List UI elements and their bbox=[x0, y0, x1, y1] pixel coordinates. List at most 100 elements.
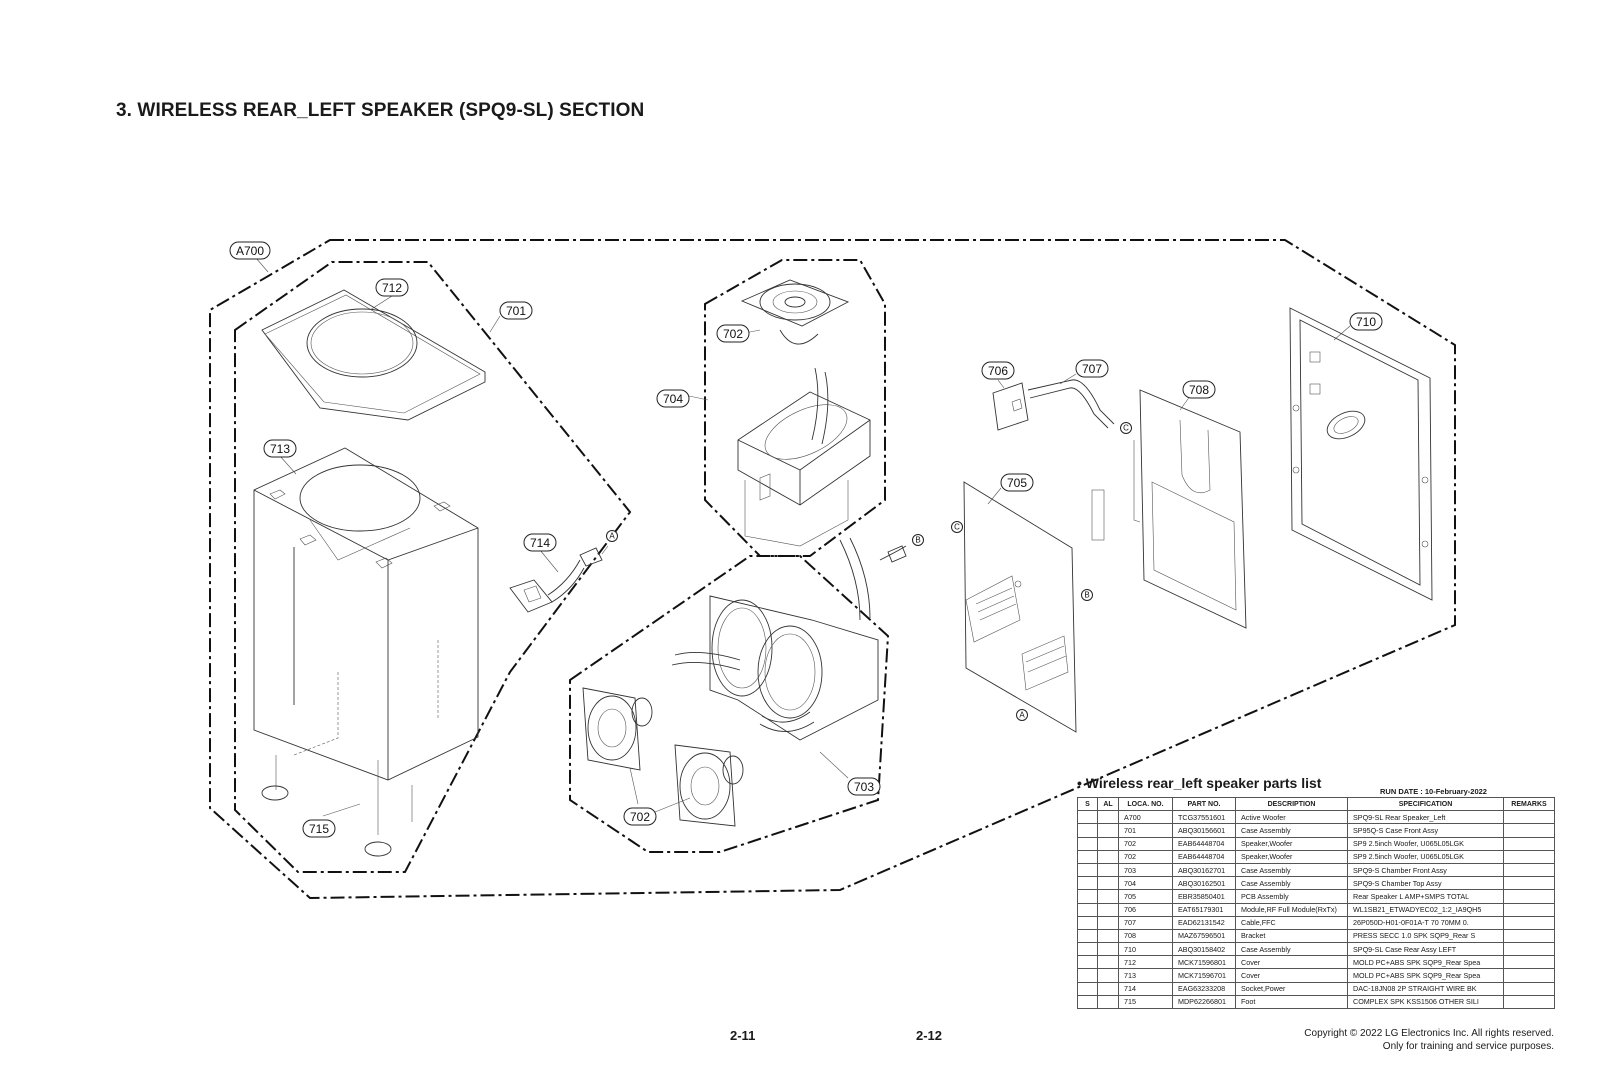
parts-list-title: • Wireless rear_left speaker parts list bbox=[1077, 775, 1322, 791]
top-cover-712 bbox=[261, 289, 486, 421]
table-cell: TCG37551601 bbox=[1172, 810, 1236, 825]
column-header: PART NO. bbox=[1172, 796, 1236, 812]
copyright-line-2: Only for training and service purposes. bbox=[1382, 1041, 1554, 1052]
table-cell bbox=[1077, 876, 1098, 891]
callout-713: 713 bbox=[270, 442, 290, 456]
callout-706: 706 bbox=[988, 364, 1008, 378]
callout-715: 715 bbox=[309, 822, 329, 836]
group-boundary-704 bbox=[704, 259, 886, 557]
callout-712: 712 bbox=[382, 281, 402, 295]
table-cell: MOLD PC+ABS SPK SQP9_Rear Spea bbox=[1347, 955, 1504, 970]
table-cell: WL1SB21_ETWADYEC02_1:2_IA9QH5 bbox=[1347, 902, 1504, 917]
chamber-top-704 bbox=[737, 367, 871, 621]
table-cell: 715 bbox=[1118, 994, 1173, 1010]
table-cell bbox=[1097, 876, 1119, 891]
table-cell: EAG63233208 bbox=[1172, 981, 1236, 996]
table-cell: Foot bbox=[1235, 994, 1348, 1010]
callouts: A700 712 701 713 714 715 702 704 703 702… bbox=[229, 241, 1383, 838]
chamber-front-703 bbox=[671, 595, 879, 741]
table-cell bbox=[1077, 915, 1098, 930]
table-cell bbox=[1503, 915, 1555, 930]
case-rear-710 bbox=[1289, 307, 1433, 601]
callout-702-top: 702 bbox=[723, 327, 743, 341]
page-number-left: 2-11 bbox=[730, 1028, 756, 1043]
table-cell: EBR35850401 bbox=[1172, 889, 1236, 904]
table-cell: 712 bbox=[1118, 955, 1173, 970]
table-cell bbox=[1097, 955, 1119, 970]
rf-module-706 bbox=[992, 382, 1029, 431]
copyright-line-1: Copyright © 2022 LG Electronics Inc. All… bbox=[1304, 1028, 1554, 1039]
table-cell: Module,RF Full Module(RxTx) bbox=[1235, 902, 1348, 917]
table-cell: 703 bbox=[1118, 862, 1173, 878]
table-cell bbox=[1503, 942, 1555, 957]
table-cell bbox=[1503, 810, 1555, 825]
table-cell bbox=[1097, 981, 1119, 996]
table-cell: Cover bbox=[1235, 968, 1348, 983]
table-cell bbox=[1097, 836, 1119, 851]
table-cell bbox=[1077, 968, 1098, 983]
table-cell bbox=[1077, 994, 1098, 1010]
cable-ffc-707: C bbox=[1027, 379, 1132, 434]
table-cell: MAZ67596501 bbox=[1172, 928, 1236, 944]
group-boundary-a700 bbox=[209, 239, 1456, 900]
bracket-708 bbox=[1133, 389, 1247, 629]
table-cell bbox=[1503, 928, 1555, 944]
speaker-woofer-702-top bbox=[740, 279, 850, 345]
table-cell: Case Assembly bbox=[1235, 862, 1348, 878]
socket-power-714: A bbox=[509, 530, 618, 613]
table-cell: ABQ30156601 bbox=[1172, 823, 1236, 838]
table-cell bbox=[1077, 836, 1098, 851]
table-cell bbox=[1503, 955, 1555, 970]
table-cell: EAT65179301 bbox=[1172, 902, 1236, 917]
table-header-row: S AL LOCA. NO. PART NO. DESCRIPTION SPEC… bbox=[1077, 796, 1555, 812]
table-cell: 708 bbox=[1118, 928, 1173, 944]
column-header: REMARKS bbox=[1503, 796, 1555, 812]
table-cell: Speaker,Woofer bbox=[1235, 836, 1348, 851]
speaker-woofer-702-bottom-left bbox=[582, 687, 653, 771]
table-cell bbox=[1097, 902, 1119, 917]
copyright: Copyright © 2022 LG Electronics Inc. All… bbox=[1304, 1027, 1554, 1053]
group-boundary-701 bbox=[234, 261, 632, 873]
table-cell: DAC-18JN08 2P STRAIGHT WIRE BK bbox=[1347, 981, 1504, 996]
table-cell bbox=[1077, 981, 1098, 996]
table-cell bbox=[1097, 849, 1119, 864]
table-cell: COMPLEX SPK KSS1506 OTHER SILI bbox=[1347, 994, 1504, 1010]
table-cell bbox=[1077, 810, 1098, 825]
callout-708: 708 bbox=[1189, 383, 1209, 397]
table-cell bbox=[1097, 928, 1119, 944]
connector-c-label-top: C bbox=[1123, 424, 1129, 433]
callout-705: 705 bbox=[1007, 476, 1027, 490]
table-cell: Rear Speaker L AMP+SMPS TOTAL bbox=[1347, 889, 1504, 904]
table-cell: SP9 2.5inch Woofer, U065L05LGK bbox=[1347, 836, 1504, 851]
column-header: S bbox=[1077, 796, 1098, 812]
table-cell bbox=[1097, 915, 1119, 930]
table-cell bbox=[1097, 810, 1119, 825]
table-cell: Case Assembly bbox=[1235, 823, 1348, 838]
callout-707: 707 bbox=[1082, 362, 1102, 376]
table-cell bbox=[1077, 928, 1098, 944]
table-cell: SP95Q-S Case Front Assy bbox=[1347, 823, 1504, 838]
table-cell: Bracket bbox=[1235, 928, 1348, 944]
connector-b-label-pcb: B bbox=[1084, 591, 1089, 600]
column-header: AL bbox=[1097, 796, 1119, 812]
table-cell bbox=[1503, 849, 1555, 864]
callout-704: 704 bbox=[663, 392, 683, 406]
table-cell bbox=[1077, 955, 1098, 970]
case-body-713 bbox=[253, 447, 479, 781]
table-cell bbox=[1097, 994, 1119, 1010]
table-cell: 713 bbox=[1118, 968, 1173, 983]
column-header: SPECIFICATION bbox=[1347, 796, 1504, 812]
table-cell: MCK71596701 bbox=[1172, 968, 1236, 983]
table-cell bbox=[1503, 902, 1555, 917]
table-cell bbox=[1077, 849, 1098, 864]
